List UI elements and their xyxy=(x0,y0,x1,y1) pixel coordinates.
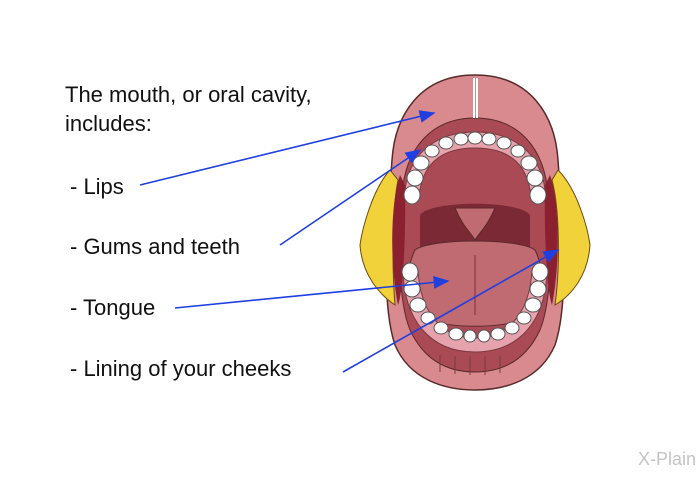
lower-teeth xyxy=(401,262,549,343)
uvula xyxy=(454,207,496,241)
lower-lip-lines xyxy=(439,355,501,375)
arrow-gums-teeth xyxy=(279,149,422,246)
upper-lip-crease xyxy=(473,78,478,118)
label-gums-and-teeth: - Gums and teeth xyxy=(70,234,240,259)
arrow-tongue xyxy=(174,276,450,309)
mouth-illustration xyxy=(359,74,591,391)
diagram-heading: The mouth, or oral cavity, includes: xyxy=(65,82,312,136)
x-plain-logo: X-Plain xyxy=(637,449,696,469)
upper-teeth xyxy=(403,131,547,205)
cheek-right xyxy=(551,169,591,306)
label-tongue: - Tongue xyxy=(70,295,156,320)
arrow-cheek-lining xyxy=(342,249,560,373)
label-cheek-lining: - Lining of your cheeks xyxy=(70,356,292,381)
arrow-lips xyxy=(139,110,436,186)
label-lips: - Lips xyxy=(70,174,124,199)
callout-arrows xyxy=(139,110,560,373)
